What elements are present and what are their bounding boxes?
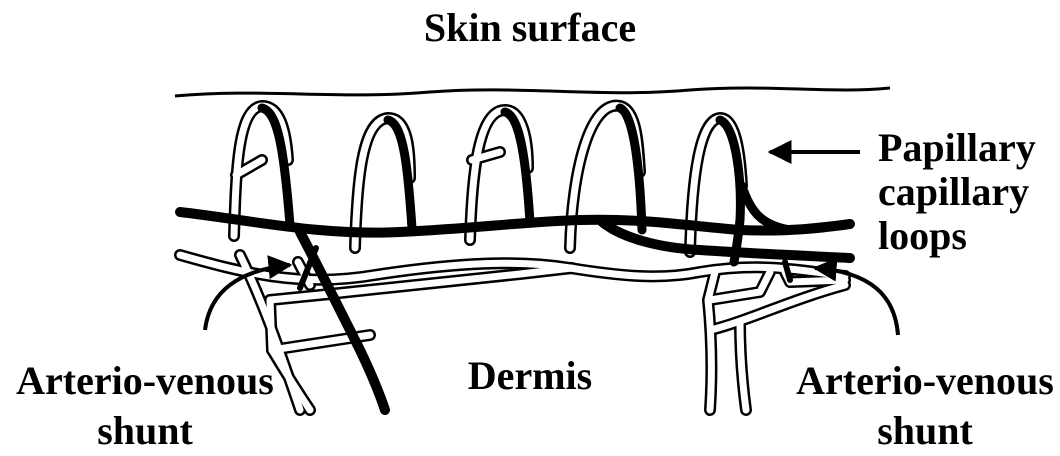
skin-surface-line bbox=[175, 88, 890, 96]
papillary-line-2: capillary bbox=[878, 170, 1058, 214]
papillary-line-1: Papillary bbox=[878, 126, 1058, 170]
av-right-line-1: Arterio-venous bbox=[790, 356, 1060, 406]
av-right-line-2: shunt bbox=[790, 406, 1060, 456]
av-left-line-1: Arterio-venous bbox=[0, 356, 290, 406]
papillary-line-3: loops bbox=[878, 214, 1058, 258]
av-shunt-right-label: Arterio-venous shunt bbox=[790, 356, 1060, 456]
dermis-label: Dermis bbox=[430, 356, 630, 396]
papillary-capillary-loops-label: Papillary capillary loops bbox=[878, 126, 1058, 258]
av-left-line-2: shunt bbox=[0, 406, 290, 456]
av-shunt-left-label: Arterio-venous shunt bbox=[0, 356, 290, 456]
skin-surface-label: Skin surface bbox=[330, 8, 730, 48]
main-arteriole bbox=[180, 212, 850, 233]
